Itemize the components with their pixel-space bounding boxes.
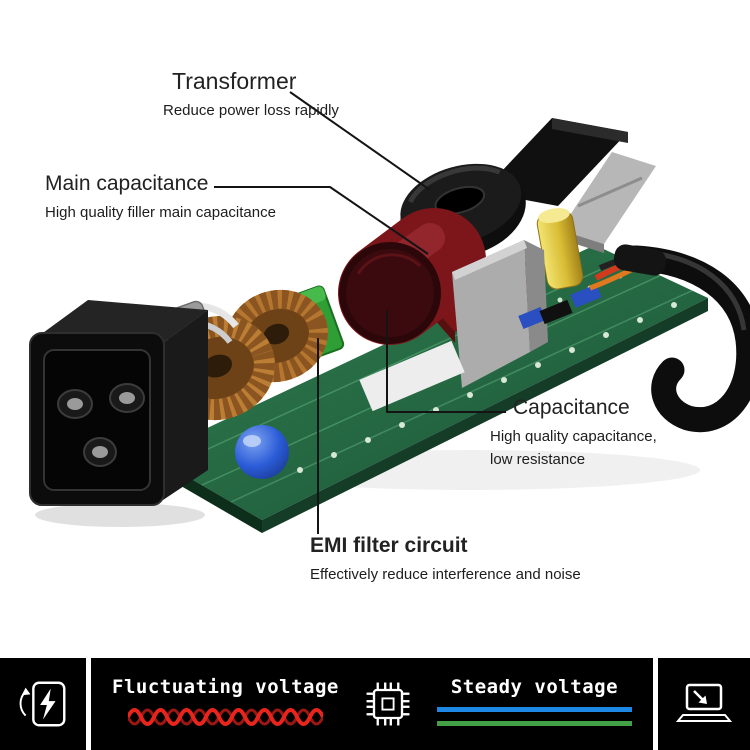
laptop-icon <box>658 658 750 750</box>
shadow <box>35 503 205 527</box>
voltage-banner: Fluctuating voltage <box>0 658 750 750</box>
power-inlet-socket <box>29 300 208 506</box>
white-label <box>359 340 465 412</box>
annotation-main-capacitance: Main capacitance High quality filler mai… <box>45 172 276 225</box>
adapter-photo-area: Transformer Reduce power loss rapidly Ma… <box>29 68 750 587</box>
heatsink <box>452 240 548 388</box>
chip-icon <box>360 676 416 732</box>
annotation-capacitance: Capacitance High quality capacitance, lo… <box>490 396 657 471</box>
transformer-title: Transformer <box>172 68 297 94</box>
annotation-transformer: Transformer Reduce power loss rapidly <box>163 68 339 123</box>
emi-filter-title: EMI filter circuit <box>310 534 468 557</box>
main-capacitance-subtitle: High quality filler main capacitance <box>45 204 276 222</box>
main-capacitor <box>338 208 486 345</box>
steady-voltage-label: Steady voltage <box>450 676 619 698</box>
transformer-subtitle: Reduce power loss rapidly <box>163 102 339 120</box>
fluctuating-voltage-block: Fluctuating voltage <box>112 676 339 732</box>
laptop-icon-graphic <box>675 683 733 722</box>
steady-voltage-block: Steady voltage <box>436 676 632 732</box>
blue-capacitor <box>235 425 289 479</box>
main-capacitance-title: Main capacitance <box>45 172 209 195</box>
fluctuating-voltage-label: Fluctuating voltage <box>112 676 339 698</box>
annotation-leader-lines <box>214 91 506 534</box>
charger-icon-graphic <box>19 681 66 727</box>
output-cable <box>613 244 750 433</box>
annotation-emi-filter: EMI filter circuit Effectively reduce in… <box>310 534 581 587</box>
fluctuating-wave-graphic <box>127 708 323 726</box>
yellow-capacitor <box>536 208 584 290</box>
banner-main: Fluctuating voltage <box>91 658 653 750</box>
charger-icon <box>0 658 86 750</box>
capacitance-subtitle: High quality capacitance, low resistance <box>490 428 657 468</box>
smd-components <box>518 284 602 329</box>
capacitance-title: Capacitance <box>513 396 630 419</box>
adapter-circuit-illustration <box>29 91 750 534</box>
chip-icon-graphic <box>366 682 410 726</box>
emi-filter-subtitle: Effectively reduce interference and nois… <box>310 566 581 584</box>
steady-lines-graphic <box>436 707 632 726</box>
